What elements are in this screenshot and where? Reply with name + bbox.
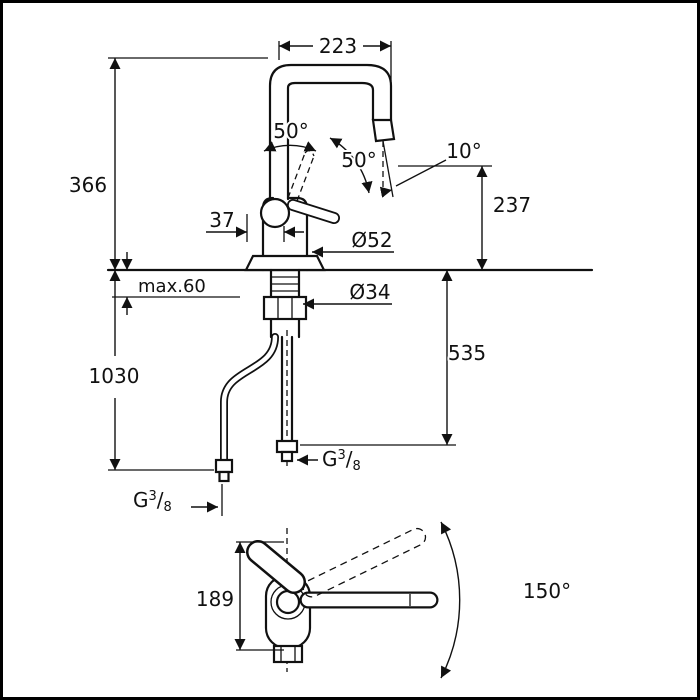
- aerator: [371, 118, 396, 143]
- dim-37-label: 37: [209, 208, 234, 232]
- swivel-arc: [440, 521, 461, 679]
- thread-left-label: G3/8: [133, 488, 172, 515]
- handle-angle-arc-right: [329, 137, 373, 194]
- angle-50-left-label: 50°: [273, 119, 308, 143]
- dia-34-label: Ø34: [349, 280, 390, 304]
- mounting-nut: [262, 295, 308, 321]
- side-view: [106, 63, 594, 298]
- escutcheon: [244, 254, 326, 272]
- angle-50-right-label: 50°: [341, 148, 376, 172]
- pivot-dome: [259, 197, 291, 229]
- shank-threads: [271, 276, 299, 292]
- max-60-label: max.60: [138, 276, 206, 297]
- top-view-lever: [246, 540, 306, 594]
- spout-inner-line: [286, 81, 375, 201]
- top-view-base-detail: [272, 644, 304, 664]
- below-counter: [214, 268, 308, 483]
- thread-right-label: G3/8: [322, 447, 361, 474]
- spout-angle-arc: [379, 186, 393, 198]
- dim-535-label: 535: [448, 341, 486, 365]
- dimension-lines: [108, 40, 492, 516]
- supply-hose-straight: [275, 330, 299, 468]
- top-view: [234, 521, 461, 679]
- angle-10-label: 10°: [446, 139, 481, 163]
- top-view-base-detail-lines: [280, 646, 296, 662]
- handle-angle-arc-left: [263, 141, 317, 152]
- dim-1030-label: 1030: [89, 364, 140, 388]
- spout-outer-line: [268, 63, 393, 207]
- dim-366-label: 366: [69, 173, 107, 197]
- nut-facets: [277, 297, 293, 319]
- top-view-spout: [299, 591, 439, 609]
- dim-223-label: 223: [319, 34, 357, 58]
- lever-handle: [287, 199, 340, 224]
- dim-237-label: 237: [493, 193, 531, 217]
- supply-hose-flexible: [214, 333, 279, 483]
- angle-150-label: 150°: [523, 579, 571, 603]
- labels: 223 50° 50° 10° 366 37 237 Ø52 max.60 Ø3…: [67, 32, 573, 613]
- spout-angle-leader: [395, 159, 447, 187]
- dim-189-label: 189: [196, 587, 234, 611]
- dia-52-label: Ø52: [351, 228, 392, 252]
